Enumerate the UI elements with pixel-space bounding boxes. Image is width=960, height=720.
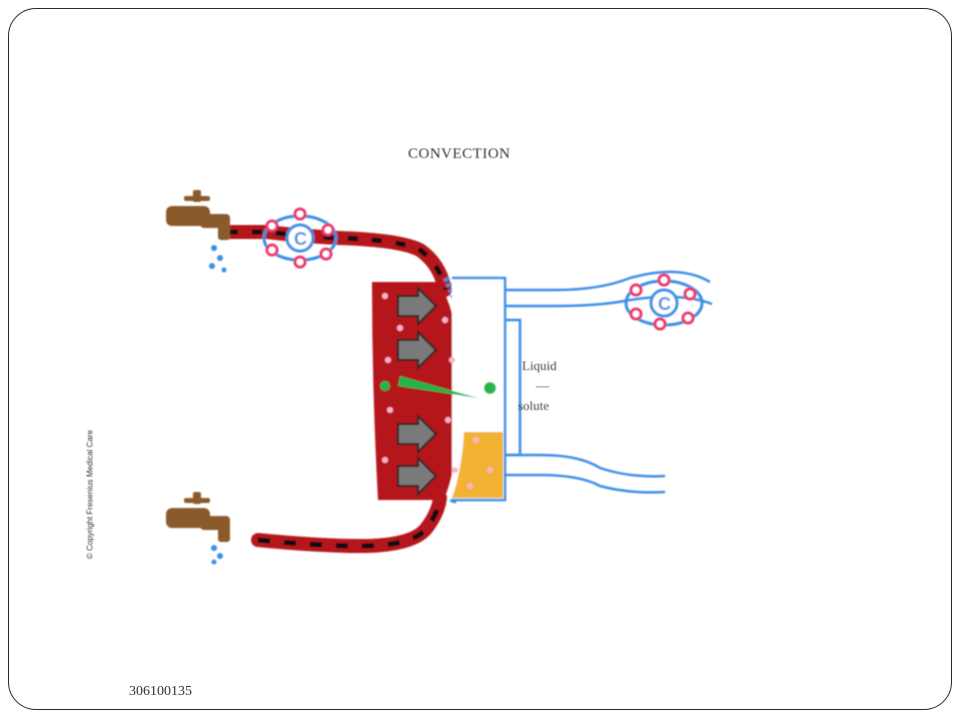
pressure-gradient-wedge xyxy=(398,376,478,398)
svg-text:C: C xyxy=(294,229,307,249)
faucet-icon xyxy=(166,492,230,542)
faucet-icon xyxy=(166,190,230,240)
molecule-icon: C xyxy=(262,207,338,269)
copyright-text: © Copyright Fresenius Medical Care xyxy=(85,429,95,560)
blood-chamber xyxy=(372,282,466,500)
membrane-label-solute: solute xyxy=(518,398,550,413)
diagram-title: CONVECTION xyxy=(408,146,511,162)
membrane-label-dash: — xyxy=(536,378,549,393)
water-outlet-bottom xyxy=(505,453,666,478)
water-drops xyxy=(209,245,227,273)
pressure-arrow-icon xyxy=(397,285,438,497)
membrane-label-liquid: Liquid xyxy=(522,358,557,373)
water-outlet-top xyxy=(505,270,711,292)
solute-particles xyxy=(382,293,493,489)
slide-number: 306100135 xyxy=(129,684,192,699)
blood-outlet-tube-stripes xyxy=(257,497,443,549)
svg-text:C: C xyxy=(658,294,671,314)
blood-inlet-tube-stripes xyxy=(228,229,448,291)
blood-outlet-tube xyxy=(251,491,447,554)
molecule-icon: C xyxy=(624,273,704,331)
filtrate-region xyxy=(452,432,503,498)
